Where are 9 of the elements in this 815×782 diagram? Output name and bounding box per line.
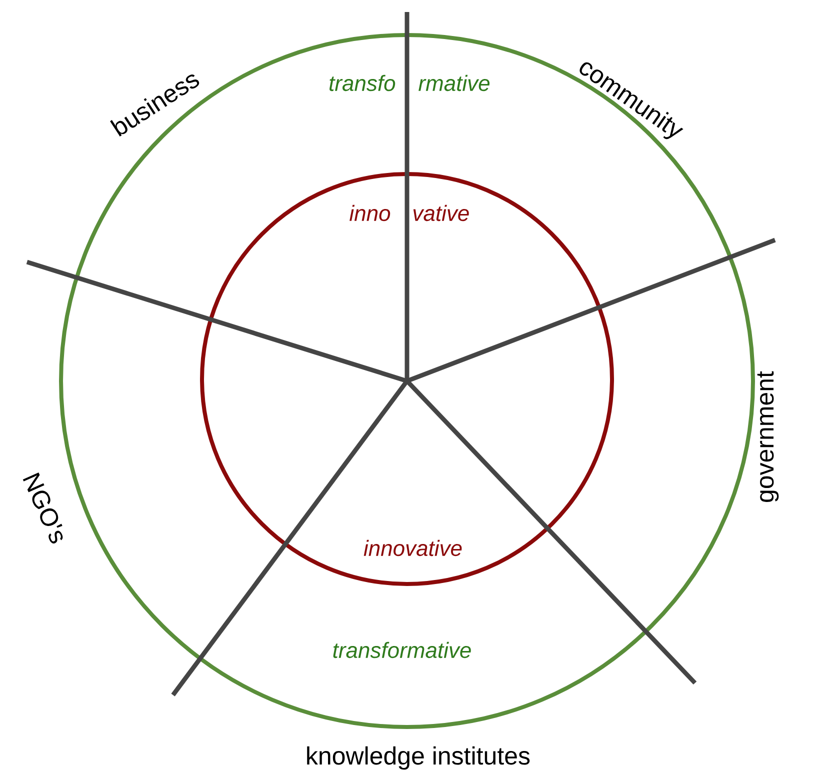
sector-label: government: [757, 371, 779, 502]
ring-label: inno: [350, 204, 390, 222]
ring-label: vative: [413, 204, 469, 222]
ring-label: rmative: [418, 74, 490, 92]
sector-label: NGO's: [22, 472, 63, 544]
ring-label: innovative: [364, 540, 462, 556]
sector-label: knowledge institutes: [307, 746, 530, 770]
ring-label: transfo: [330, 74, 396, 92]
ring-label: transformative: [333, 642, 471, 658]
